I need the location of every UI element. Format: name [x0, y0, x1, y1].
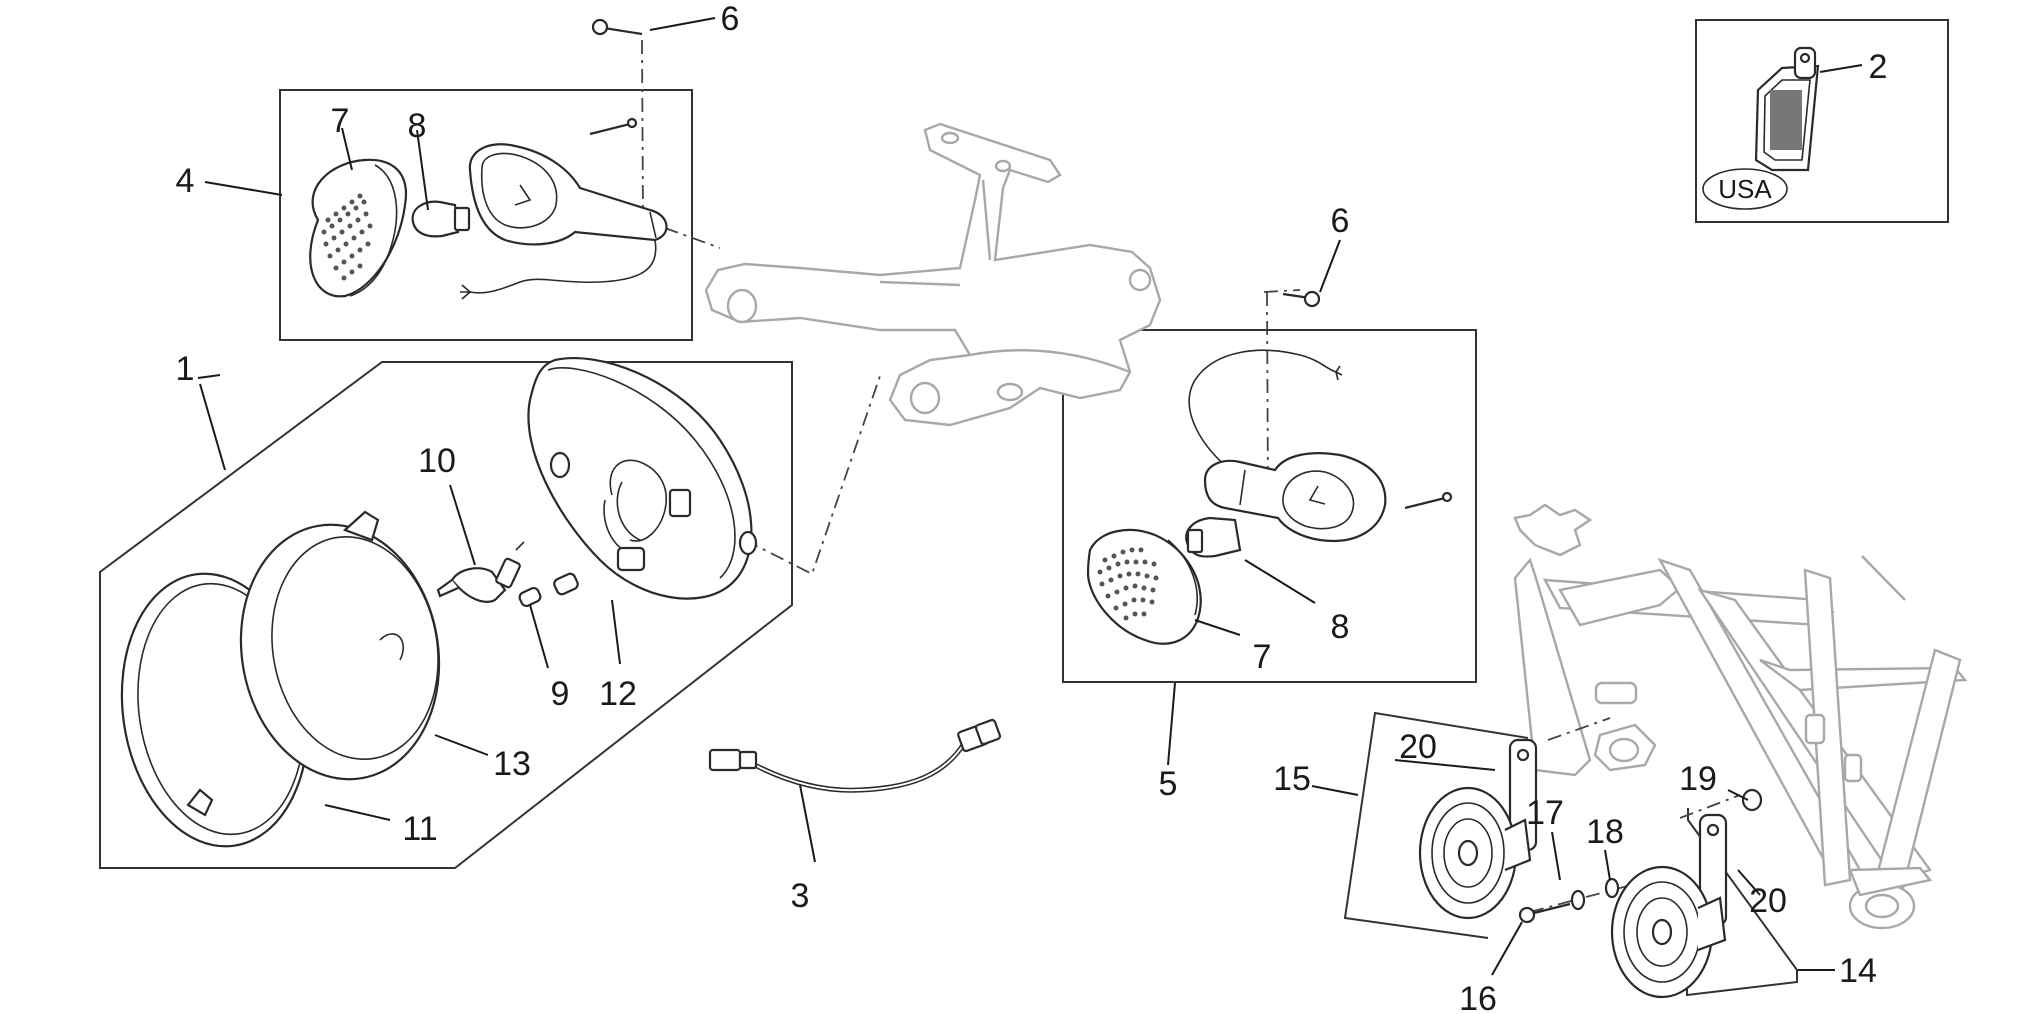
callout-14: 14 [1839, 952, 1877, 990]
leader-lines [197, 17, 1863, 976]
turn-signal-group-box-left [279, 89, 693, 341]
parking-bulb [518, 572, 579, 608]
callout-11: 11 [402, 810, 437, 848]
callout-18: 18 [1586, 813, 1624, 851]
screw-top-6 [591, 18, 643, 36]
headlight-bulb [436, 541, 525, 603]
turn-signal-right [1086, 349, 1453, 645]
headlight-reflector [239, 510, 441, 781]
callout-2: 2 [1869, 48, 1888, 86]
callout-7-right: 7 [1253, 638, 1272, 676]
wire-harness [708, 718, 1002, 793]
callout-20-right: 20 [1749, 882, 1787, 920]
callout-12: 12 [599, 675, 637, 713]
frame-tubes-ghost [1513, 503, 1968, 930]
callout-9: 9 [551, 675, 570, 713]
rear-reflector [1754, 46, 1820, 172]
usa-badge-label: USA [1718, 174, 1772, 204]
callout-3: 3 [791, 877, 810, 915]
horn-group-bracket-14 [1686, 808, 1798, 997]
callout-15: 15 [1273, 760, 1311, 798]
washer-17 [1570, 889, 1586, 911]
callout-19: 19 [1679, 760, 1717, 798]
headlight-group-box [99, 361, 793, 869]
headlight-assembly [120, 357, 758, 848]
callout-8-right: 8 [1331, 608, 1350, 646]
callout-7-left: 7 [331, 102, 350, 140]
callout-16: 16 [1459, 980, 1497, 1014]
callout-17: 17 [1526, 794, 1564, 832]
callout-6-top: 6 [721, 0, 740, 38]
horn-right [1610, 813, 1728, 999]
callout-1: 1 [176, 350, 195, 388]
turn-signal-lens-right [1086, 528, 1202, 645]
turn-signal-group-box-right [1062, 329, 1477, 683]
reflector-usa-box [1695, 19, 1949, 223]
horn-bolt-16 [1518, 902, 1571, 924]
callout-10: 10 [418, 442, 456, 480]
nut-19 [1741, 788, 1763, 812]
turn-signal-housing-left [460, 117, 668, 300]
headlight-shell [527, 357, 758, 600]
callout-20-left: 20 [1399, 728, 1437, 766]
callout-5: 5 [1159, 765, 1178, 803]
usa-badge-outline [1702, 168, 1788, 210]
horn-group-bracket-15 [1343, 711, 1529, 939]
turn-signal-bulb-left [411, 200, 471, 238]
turn-signal-lens-left [309, 158, 408, 298]
washer-18 [1604, 877, 1620, 899]
turn-signal-left [309, 117, 668, 300]
callout-numbers: 1 2 3 4 5 6 6 7 7 8 8 9 10 11 12 13 14 1… [176, 0, 1888, 1014]
screw-right-6 [1282, 290, 1321, 308]
horn-left [1418, 738, 1538, 920]
callout-6-right: 6 [1331, 202, 1350, 240]
callout-13: 13 [493, 745, 531, 783]
callout-8-left: 8 [408, 107, 427, 145]
callout-4: 4 [176, 162, 195, 200]
headlight-bracket-ghost [704, 122, 1162, 427]
